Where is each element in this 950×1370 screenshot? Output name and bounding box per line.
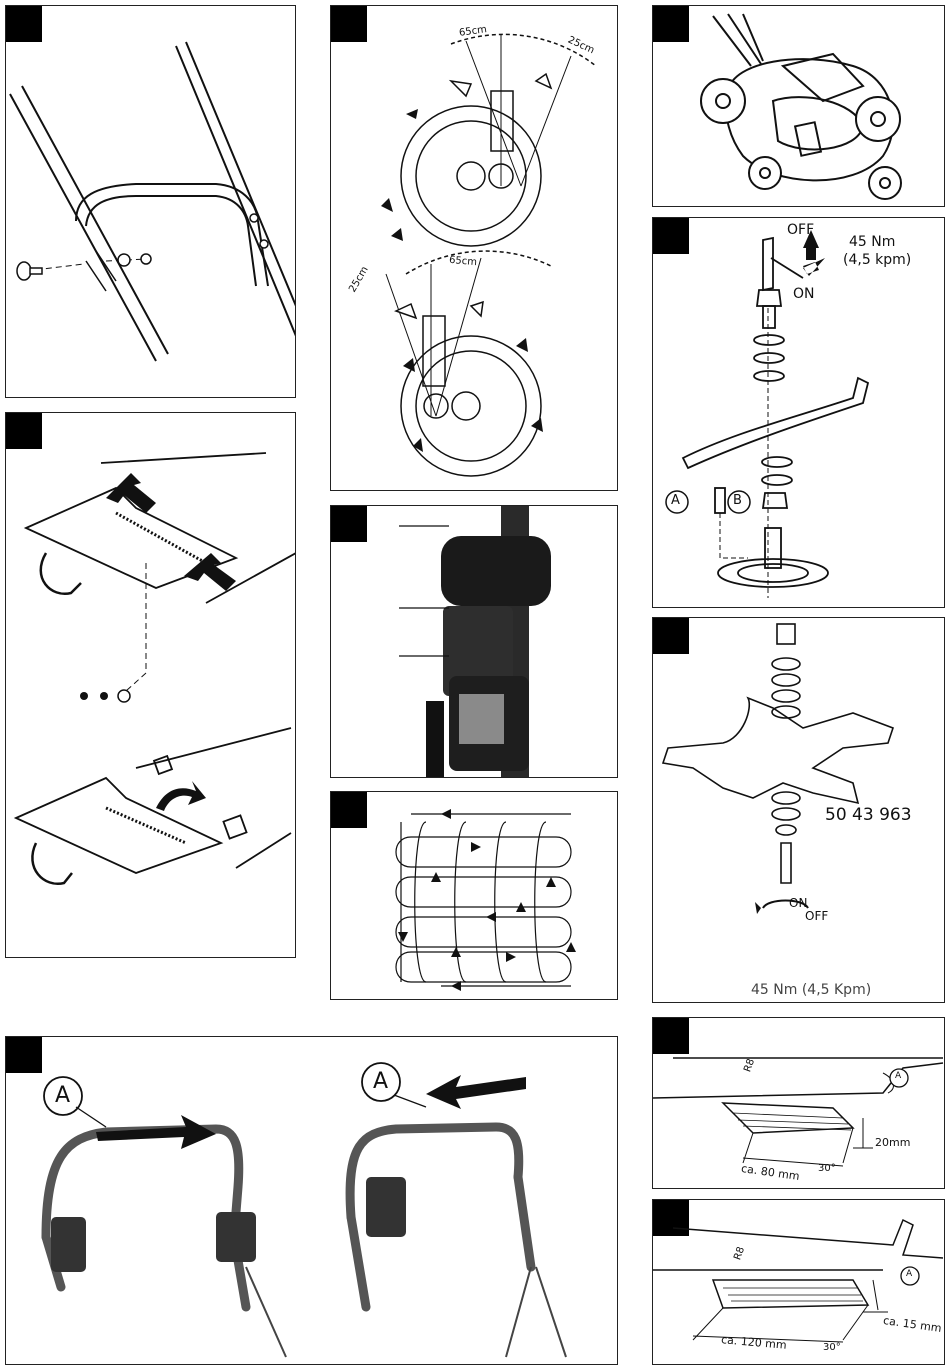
- handle-mounting-drawing: [6, 6, 296, 398]
- angle-label: 30°: [823, 1342, 841, 1353]
- off-label: OFF: [787, 222, 814, 238]
- torque-label: 45 Nm (4,5 Kpm): [751, 982, 871, 998]
- handle-controls-photo: [331, 506, 618, 778]
- part-number-label: 50 43 963: [825, 805, 912, 825]
- torque-label: 45 Nm: [849, 234, 895, 250]
- torque-kpm-label: (4,5 kpm): [843, 252, 911, 268]
- handle-brake-photo: [6, 1037, 618, 1365]
- figure-number-tab: [331, 506, 367, 542]
- figure-handle-mounting: [5, 5, 296, 398]
- callout-a-label: A: [906, 1269, 912, 1279]
- figure-handle-controls-photo: [330, 505, 618, 778]
- figure-mowing-pattern: [330, 791, 618, 1000]
- wheel-height-drawing: [331, 6, 618, 491]
- figure-grass-flap: [5, 412, 296, 958]
- grass-flap-drawing: [6, 413, 296, 958]
- off-label: OFF: [805, 909, 828, 923]
- figure-mulch-blade: 50 43 963 ON OFF 45 Nm (4,5 Kpm): [652, 617, 945, 1003]
- figure-blade-sharpen-1: R8 ca. 80 mm 20mm 30° A: [652, 1017, 945, 1189]
- mower-tilted-drawing: [653, 6, 945, 207]
- figure-blade-removal: OFF ON 45 Nm (4,5 kpm) A B: [652, 217, 945, 608]
- handle-label-left: A: [55, 1083, 70, 1108]
- angle-label: 30°: [818, 1163, 836, 1174]
- part-a-label: A: [671, 493, 680, 508]
- on-label: ON: [789, 896, 807, 910]
- blade-sharpen-2-drawing: [653, 1200, 945, 1365]
- depth-label: 20mm: [875, 1136, 910, 1149]
- handle-label-right: A: [373, 1069, 388, 1094]
- on-label: ON: [793, 286, 815, 302]
- mowing-pattern-drawing: [331, 792, 618, 1000]
- figure-cutting-height: 65cm 25cm 25cm 65cm: [330, 5, 618, 491]
- figure-handle-brake-photos: A A: [5, 1036, 618, 1365]
- callout-a-label: A: [895, 1071, 901, 1081]
- blade-exploded-drawing: [653, 218, 945, 608]
- figure-blade-access: [652, 5, 945, 207]
- figure-blade-sharpen-2: R8 ca. 120 mm ca. 15 mm 30° A: [652, 1199, 945, 1365]
- part-b-label: B: [733, 493, 742, 508]
- height-label-bottom-right: 65cm: [449, 255, 478, 268]
- blade-sharpen-1-drawing: [653, 1018, 945, 1189]
